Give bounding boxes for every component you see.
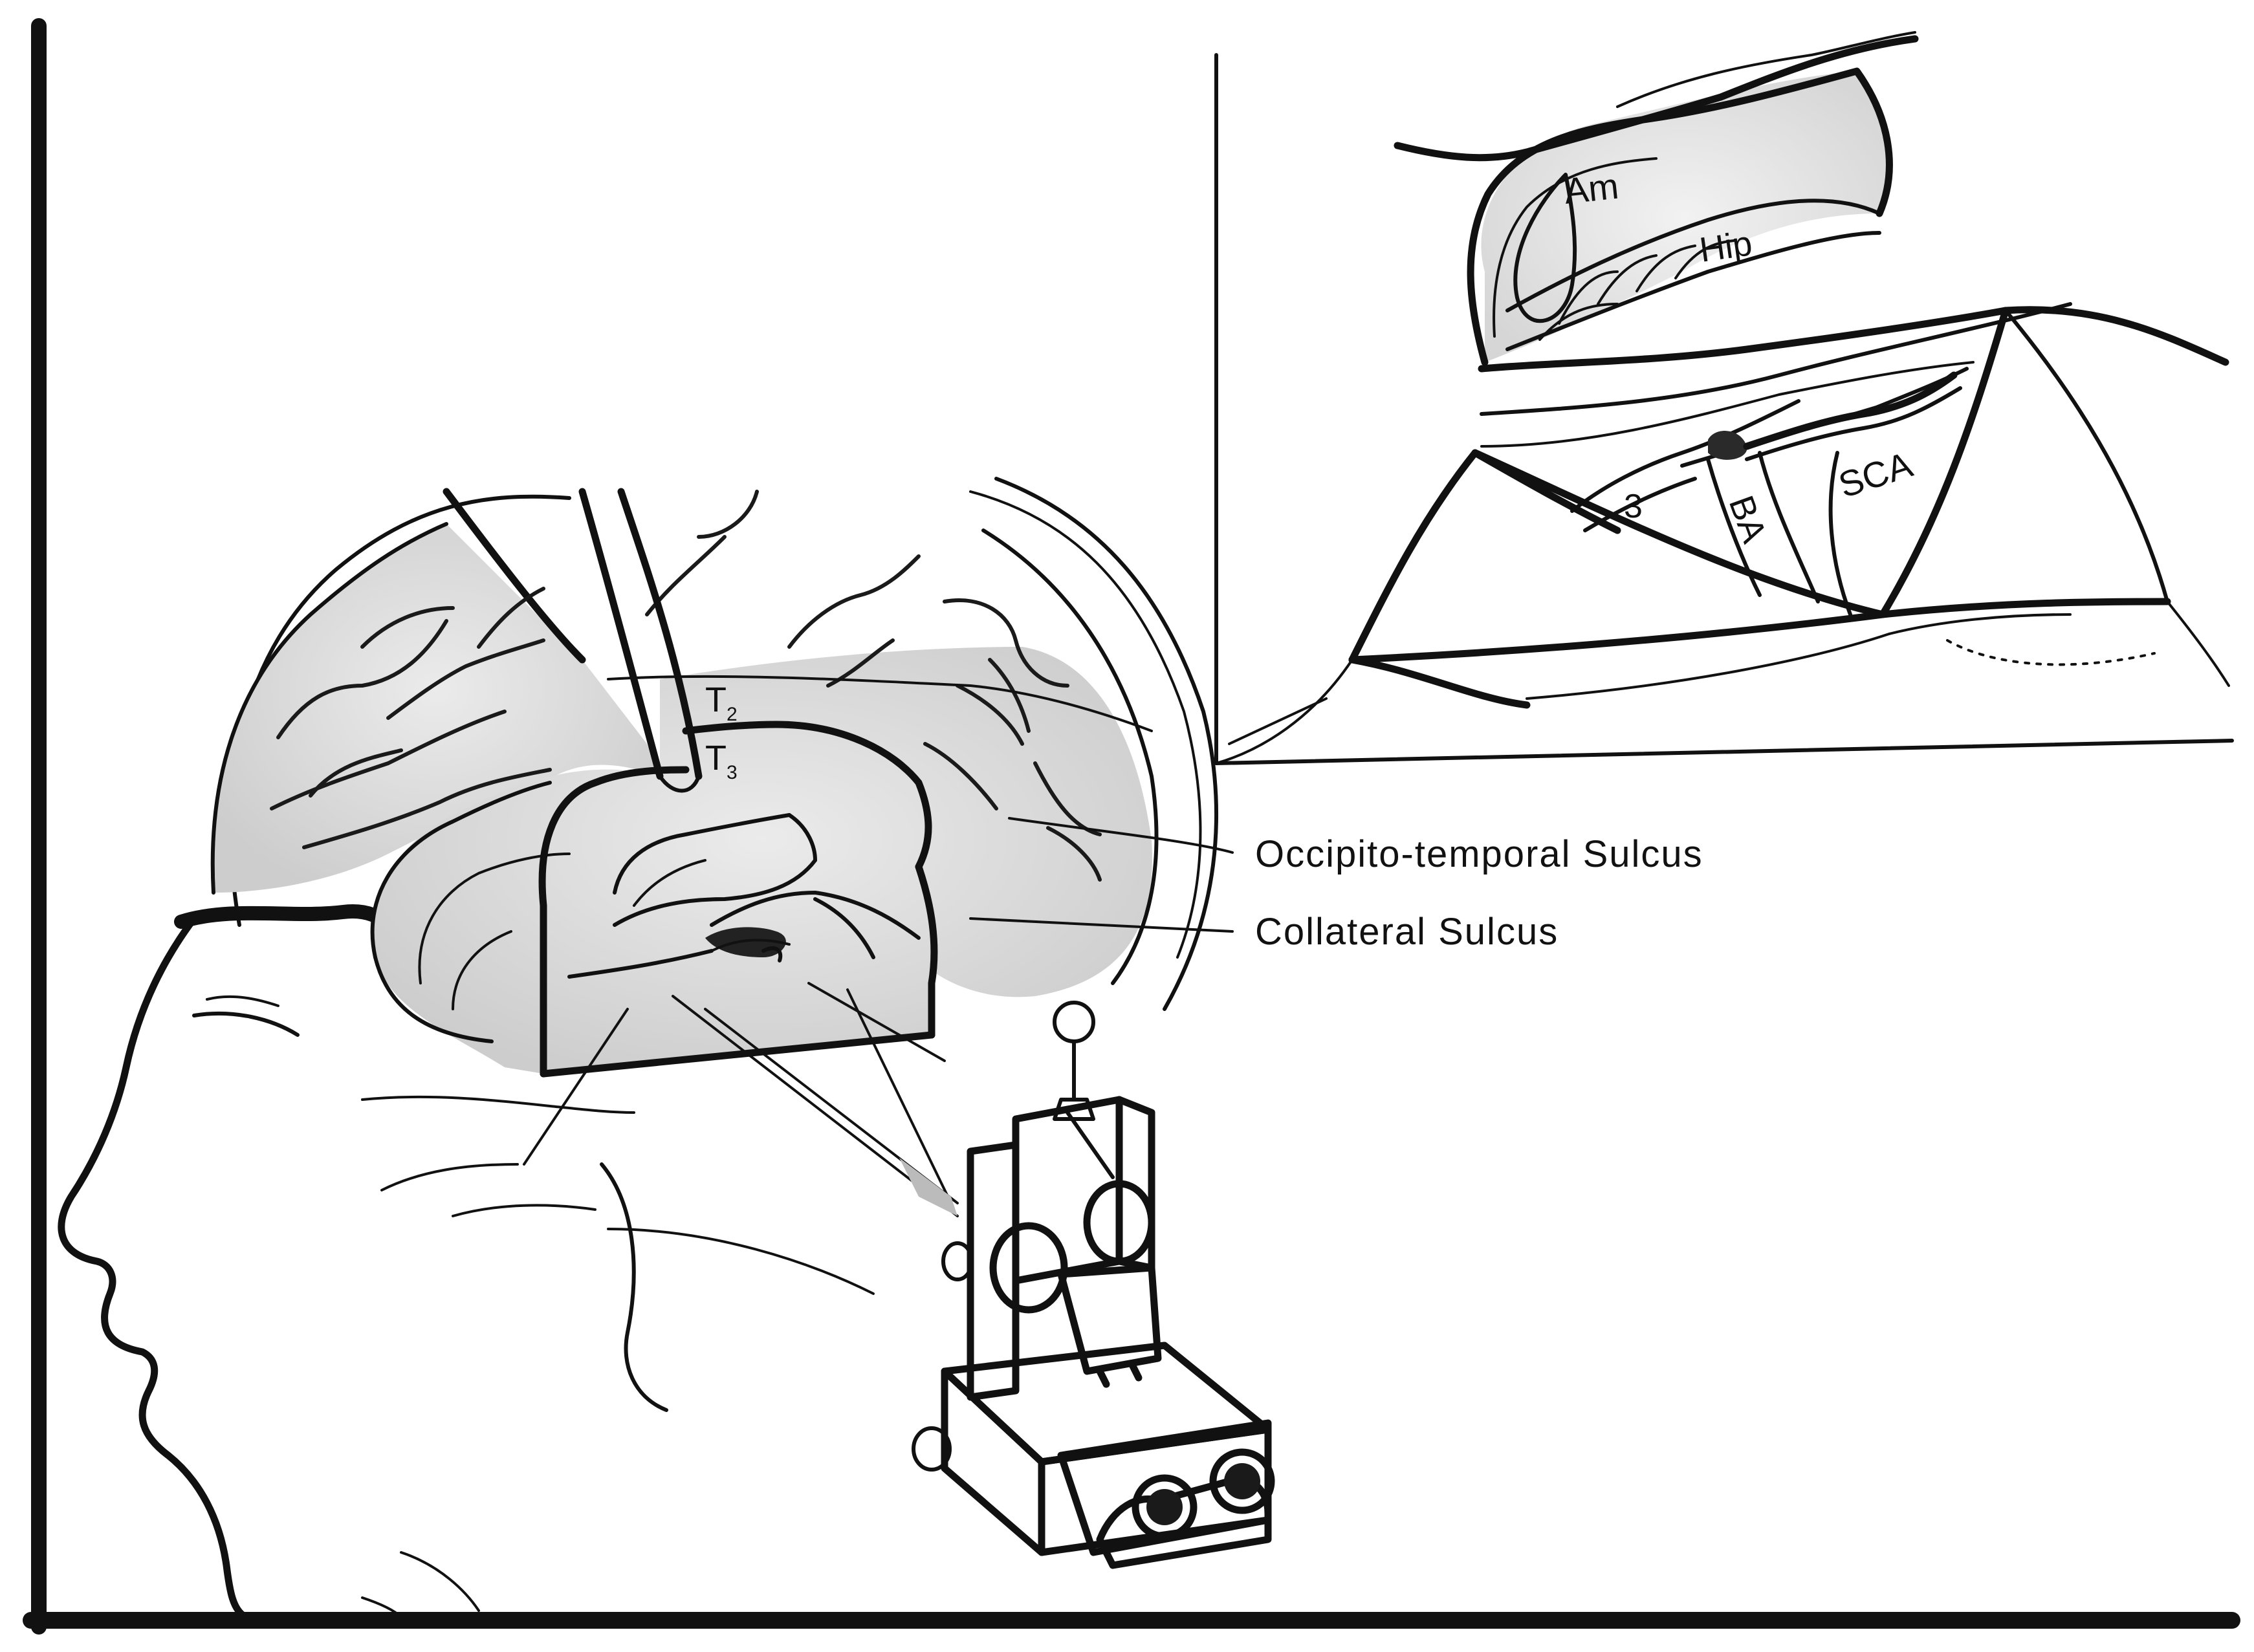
label-gyrus-t2: T2 xyxy=(705,680,738,725)
label-hippocampus: Hip xyxy=(1697,224,1755,270)
label-basilar-artery: BA xyxy=(1722,491,1774,548)
basilar-artery-shape xyxy=(1706,457,1762,597)
superior-cerebellar-artery xyxy=(1743,371,1958,450)
cortical-window xyxy=(538,766,690,1078)
label-occipito-temporal-sulcus: Occipito-temporal Sulcus xyxy=(1255,833,1703,875)
label-collateral-sulcus: Collateral Sulcus xyxy=(1255,911,1559,953)
inset-panel: Am Hip 3 BA SCA xyxy=(1214,31,2234,765)
operating-microscope xyxy=(523,982,1275,1569)
label-sca: SCA xyxy=(1833,444,1918,506)
label-gyrus-t3-letter: T xyxy=(705,739,727,777)
amygdala-shape xyxy=(1513,173,1577,323)
label-gyrus-t3: T3 xyxy=(705,739,738,783)
brain-hemisphere: T2 T3 xyxy=(210,488,1159,1078)
label-gyrus-t2-letter: T xyxy=(705,680,727,719)
label-gyrus-t3-subscript: 3 xyxy=(727,762,738,783)
label-gyrus-t2-subscript: 2 xyxy=(727,704,738,725)
callouts: Occipito-temporal Sulcus Collateral Sulc… xyxy=(969,817,1703,953)
figure-frame xyxy=(23,18,2240,1635)
label-nerve-3: 3 xyxy=(1624,488,1643,525)
label-amygdala: Am xyxy=(1562,165,1621,211)
hippocampus-shape xyxy=(1505,199,1881,312)
retractor-blade xyxy=(578,488,664,780)
oculomotor-nerve xyxy=(1570,399,1800,513)
